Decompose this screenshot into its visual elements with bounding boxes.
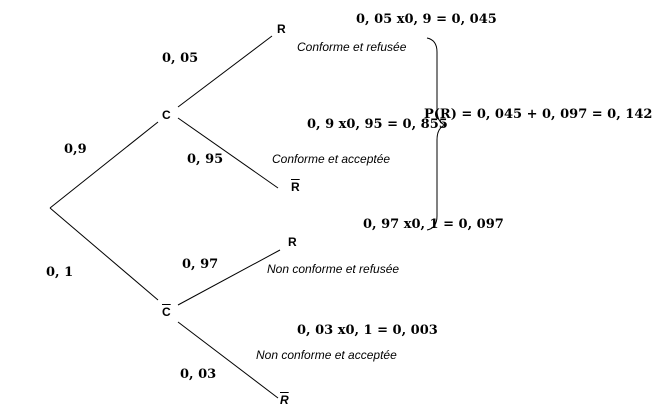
- product-c-bar-r: 0, 97 x0, 1 = 0, 097: [363, 217, 504, 232]
- prob-root-c-bar: 0, 1: [46, 265, 74, 280]
- prob-c-bar-r-bar: 0, 03: [180, 367, 217, 382]
- node-r-bar-bottom: R: [280, 393, 289, 407]
- outcome-c-bar-r: Non conforme et refusée: [267, 262, 400, 276]
- branch-c-bar-r: [177, 249, 281, 306]
- product-c-r: 0, 05 x0, 9 = 0, 045: [356, 12, 497, 27]
- branch-c-r-bar: [177, 117, 279, 189]
- branch-root-c: [49, 121, 159, 209]
- node-r-top: R: [277, 22, 286, 36]
- branch-root-c-bar: [49, 207, 159, 301]
- probability-tree-diagram: C C R R R R 0,9 0, 1 0, 05 0, 95 0, 97 0…: [46, 12, 652, 407]
- branch-c-bar-r-bar: [177, 321, 279, 399]
- node-c-bar: C: [162, 305, 171, 319]
- total-probability: P(R) = 0, 045 + 0, 097 = 0, 142: [424, 107, 652, 122]
- node-r-lower: R: [288, 235, 297, 249]
- prob-c-r-bar: 0, 95: [187, 152, 224, 167]
- branch-c-r: [177, 35, 273, 108]
- tree-branches: [49, 35, 447, 399]
- prob-c-r: 0, 05: [162, 51, 199, 66]
- outcome-c-r-bar: Conforme et acceptée: [272, 152, 391, 166]
- outcome-c-bar-r-bar: Non conforme et acceptée: [256, 348, 397, 362]
- node-c: C: [162, 108, 171, 122]
- prob-root-c: 0,9: [64, 142, 87, 157]
- product-c-bar-r-bar: 0, 03 x0, 1 = 0, 003: [297, 323, 438, 338]
- outcome-c-r: Conforme et refusée: [297, 40, 407, 54]
- node-r-bar-upper: R: [291, 180, 300, 194]
- prob-c-bar-r: 0, 97: [182, 257, 219, 272]
- brace: [426, 37, 447, 231]
- product-c-r-bar: 0, 9 x0, 95 = 0, 855: [307, 117, 448, 132]
